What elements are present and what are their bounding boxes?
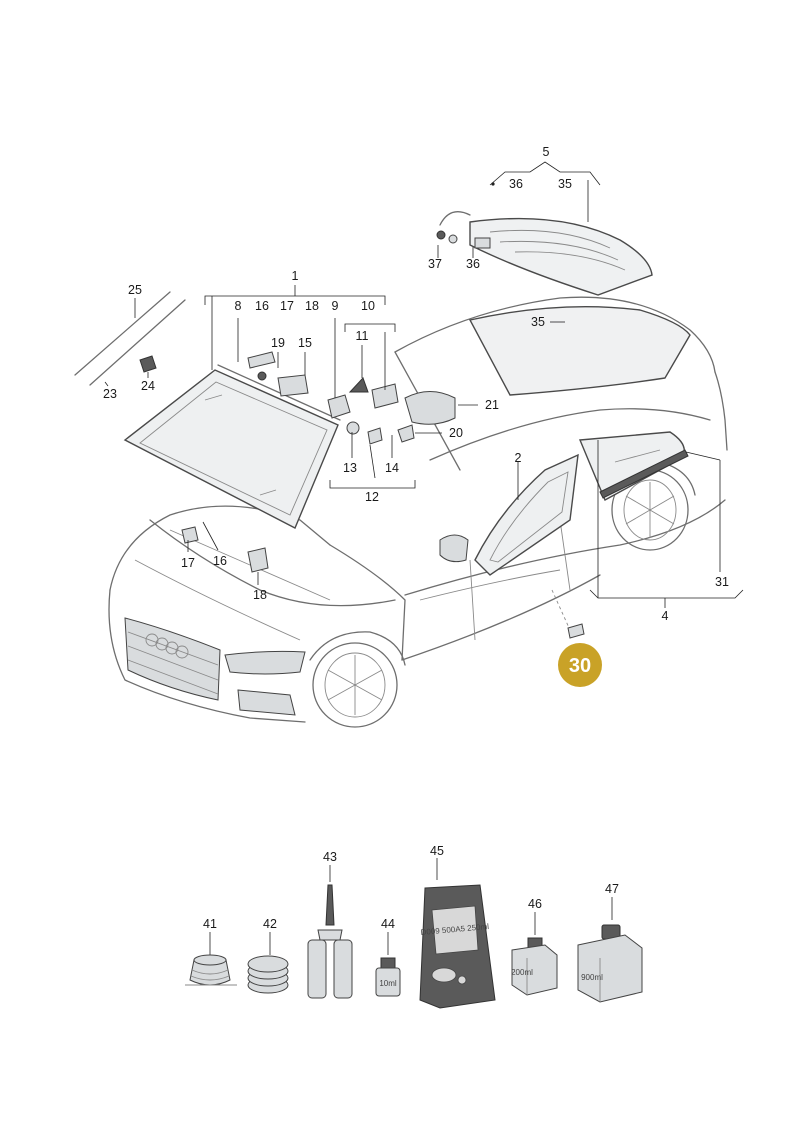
- label-4: 4: [662, 609, 669, 623]
- front-door-glass: [474, 453, 579, 576]
- label-18-bottom: 18: [253, 588, 267, 602]
- part-45-adhesive-bag: D009 500A5 250ml 45: [419, 844, 496, 1009]
- label-45: 45: [430, 844, 444, 858]
- part-46-small-can: 200ml 46: [511, 897, 558, 996]
- label-23: 23: [103, 387, 117, 401]
- wiper-blades: [74, 291, 186, 386]
- bolt-30: [551, 589, 585, 639]
- label-11: 11: [356, 329, 369, 343]
- label-15: 15: [298, 336, 312, 350]
- label-44: 44: [381, 917, 395, 931]
- label-35-bottom: 35: [531, 315, 545, 329]
- part-47-large-can: 900ml 47: [577, 882, 643, 1003]
- badge-label-30: 30: [569, 655, 591, 677]
- label-2: 2: [515, 451, 522, 465]
- label-16-top: 16: [255, 299, 269, 313]
- windshield: [123, 364, 341, 529]
- part-43-adhesive-cartridge: 43: [307, 850, 353, 999]
- highlight-badge-30: 30: [558, 643, 602, 687]
- label-1: 1: [292, 269, 299, 283]
- label-19: 19: [271, 336, 285, 350]
- label-36-bottom: 36: [466, 257, 480, 271]
- can-46-text: 200ml: [511, 968, 533, 977]
- label-36-top: 36: [509, 177, 523, 191]
- label-25: 25: [128, 283, 142, 297]
- callout-labels: 1 8 16 17 18 9 10 11 19 15 21 20 13 14 1…: [103, 145, 729, 623]
- label-17-top: 17: [280, 299, 294, 313]
- label-43: 43: [323, 850, 337, 864]
- part-41-sealing-ring: 41: [185, 917, 237, 986]
- rear-quarter-glass: [578, 431, 689, 501]
- label-35-top: 35: [558, 177, 572, 191]
- label-21: 21: [485, 398, 499, 412]
- leader-lines: [104, 161, 744, 608]
- label-47: 47: [605, 882, 619, 896]
- can-47-text: 900ml: [581, 973, 603, 982]
- label-46: 46: [528, 897, 542, 911]
- windshield-small-parts: [181, 351, 456, 573]
- rear-window: [436, 211, 653, 296]
- label-41: 41: [203, 917, 217, 931]
- label-5: 5: [543, 145, 550, 159]
- label-9: 9: [332, 299, 339, 313]
- label-8: 8: [235, 299, 242, 313]
- label-10: 10: [361, 299, 375, 313]
- label-13: 13: [343, 461, 357, 475]
- bottle-44-text: 10ml: [379, 979, 397, 988]
- label-42: 42: [263, 917, 277, 931]
- car-body-outline: [108, 296, 728, 728]
- label-12: 12: [365, 490, 379, 504]
- label-14: 14: [385, 461, 399, 475]
- part-44-primer-bottle: 10ml 44: [375, 917, 401, 997]
- label-20: 20: [449, 426, 463, 440]
- label-18-top: 18: [305, 299, 319, 313]
- label-17-bottom: 17: [181, 556, 195, 570]
- label-37: 37: [428, 257, 442, 271]
- part-42-sealing-cord: 42: [247, 917, 289, 994]
- label-16-bottom: 16: [213, 554, 227, 568]
- label-31: 31: [715, 575, 729, 589]
- label-24: 24: [141, 379, 155, 393]
